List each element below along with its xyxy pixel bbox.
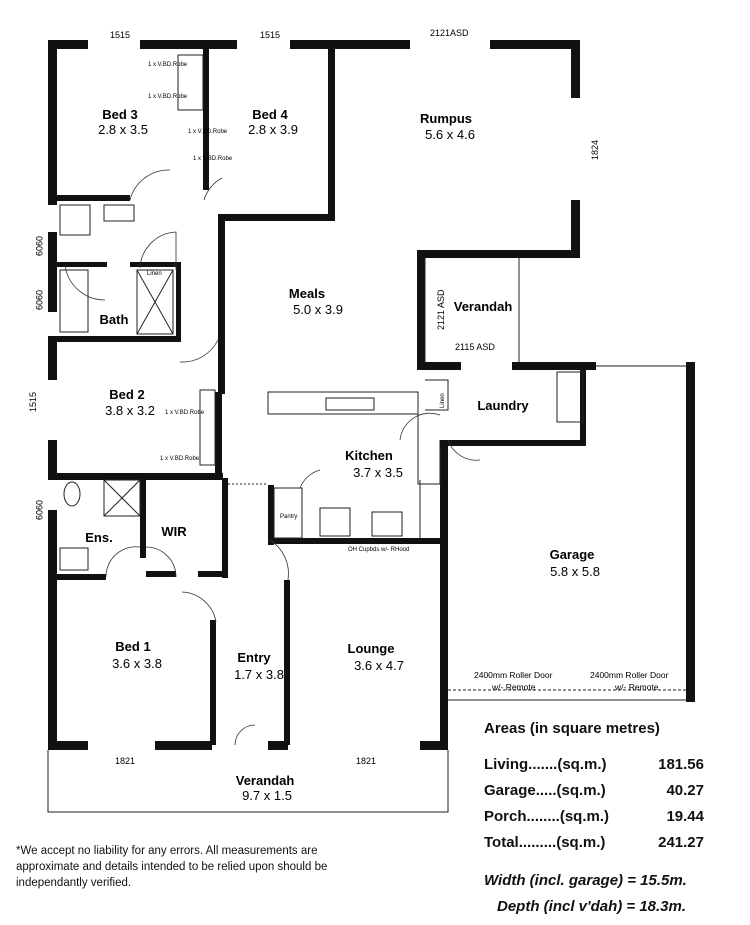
cupboards-label: OH Cupbds w/- RHood bbox=[348, 547, 409, 553]
room-dim-garage: 5.8 x 5.8 bbox=[550, 564, 600, 579]
room-dim-rumpus: 5.6 x 4.6 bbox=[425, 127, 475, 142]
area-label: Porch........(sq.m.) bbox=[484, 807, 610, 825]
robe-label: 1 x V.BD.Robe bbox=[148, 94, 188, 100]
room-name-bath: Bath bbox=[100, 312, 129, 327]
room-dim-bed2: 3.8 x 3.2 bbox=[105, 403, 155, 418]
room-dim-kitchen: 3.7 x 3.5 bbox=[353, 465, 403, 480]
area-row-total: Total.........(sq.m.) 241.27 bbox=[484, 829, 734, 855]
room-name-lounge: Lounge bbox=[348, 641, 395, 656]
room-name-laundry: Laundry bbox=[477, 398, 529, 413]
room-name-kitchen: Kitchen bbox=[345, 448, 393, 463]
roller-door-remote-label: w/- Remote bbox=[614, 682, 659, 692]
robe-label: 1 x V.BD.Robe bbox=[193, 156, 233, 162]
window-bottom-lounge: 1821 bbox=[356, 756, 376, 766]
linen-label: Linen bbox=[440, 393, 446, 408]
room-name-bed3: Bed 3 bbox=[102, 107, 137, 122]
room-name-wir: WIR bbox=[161, 524, 187, 539]
area-row-garage: Garage.....(sq.m.) 40.27 bbox=[484, 777, 734, 803]
overall-width: Width (incl. garage) = 15.5m. bbox=[484, 872, 687, 889]
area-value: 40.27 bbox=[666, 781, 704, 799]
window-left-bath: 0909 bbox=[34, 236, 44, 256]
room-dim-verandah-front: 9.7 x 1.5 bbox=[242, 788, 292, 803]
window-top-bed4: 1515 bbox=[260, 30, 280, 40]
window-top-bed3: 1515 bbox=[110, 30, 130, 40]
window-bottom-bed1: 1821 bbox=[115, 756, 135, 766]
area-row-living: Living.......(sq.m.) 181.56 bbox=[484, 751, 734, 777]
room-name-bed4: Bed 4 bbox=[252, 107, 288, 122]
room-name-entry: Entry bbox=[237, 650, 271, 665]
window-labels: 1515 1515 2121ASD 1824 0909 0909 1515 09… bbox=[28, 28, 600, 766]
window-verandah-side-h: 2115 ASD bbox=[455, 342, 495, 352]
overall-depth: Depth (incl v'dah) = 18.3m. bbox=[497, 898, 687, 915]
window-left-bath2: 0909 bbox=[34, 290, 44, 310]
robe-label: 1 x V.BD.Robe bbox=[160, 456, 200, 462]
areas-title: Areas (in square metres) bbox=[484, 720, 660, 737]
room-name-bed1: Bed 1 bbox=[115, 639, 150, 654]
internal-walls bbox=[47, 40, 686, 813]
robe-label: 1 x V.BD.Robe bbox=[165, 410, 205, 416]
fixture-labels: 1 x V.BD.Robe 1 x V.BD.Robe 1 x V.BD.Rob… bbox=[147, 62, 669, 692]
window-left-ens: 0909 bbox=[34, 500, 44, 520]
room-dim-bed4: 2.8 x 3.9 bbox=[248, 122, 298, 137]
area-value: 19.44 bbox=[666, 807, 704, 825]
area-value: 181.56 bbox=[658, 755, 704, 773]
window-verandah-side-v: 2121 ASD bbox=[436, 289, 446, 330]
areas-table: Areas (in square metres) Living.......(s… bbox=[484, 720, 734, 855]
room-labels: Bed 3 2.8 x 3.5 Bed 4 2.8 x 3.9 Rumpus 5… bbox=[85, 107, 600, 803]
room-name-verandah-side: Verandah bbox=[454, 299, 513, 314]
area-label: Total.........(sq.m.) bbox=[484, 833, 606, 851]
room-dim-lounge: 3.6 x 4.7 bbox=[354, 658, 404, 673]
pantry-label: Pantry bbox=[280, 514, 297, 520]
window-left-bed2: 1515 bbox=[28, 392, 38, 412]
window-top-rumpus: 2121ASD bbox=[430, 28, 469, 38]
linen-label: Linen bbox=[147, 271, 162, 277]
window-right-rumpus: 1824 bbox=[590, 140, 600, 160]
room-name-meals: Meals bbox=[289, 286, 325, 301]
doors bbox=[64, 169, 481, 746]
room-dim-bed3: 2.8 x 3.5 bbox=[98, 122, 148, 137]
room-name-bed2: Bed 2 bbox=[109, 387, 144, 402]
robe-label: 1 x V.BD.Robe bbox=[148, 62, 188, 68]
area-label: Living.......(sq.m.) bbox=[484, 755, 607, 773]
room-name-verandah-front: Verandah bbox=[236, 773, 295, 788]
room-dim-meals: 5.0 x 3.9 bbox=[293, 302, 343, 317]
room-name-garage: Garage bbox=[550, 547, 595, 562]
room-dim-entry: 1.7 x 3.8 bbox=[234, 667, 284, 682]
area-row-porch: Porch........(sq.m.) 19.44 bbox=[484, 803, 734, 829]
roller-door-remote-label: w/- Remote bbox=[491, 682, 536, 692]
roller-door-label: 2400mm Roller Door bbox=[474, 670, 553, 680]
room-name-ens: Ens. bbox=[85, 530, 112, 545]
disclaimer-text: *We accept no liability for any errors. … bbox=[16, 845, 328, 889]
outer-walls bbox=[48, 40, 695, 750]
robe-label: 1 x V.BD.Robe bbox=[188, 129, 228, 135]
room-name-rumpus: Rumpus bbox=[420, 111, 472, 126]
room-dim-bed1: 3.6 x 3.8 bbox=[112, 656, 162, 671]
roller-door-label: 2400mm Roller Door bbox=[590, 670, 669, 680]
area-label: Garage.....(sq.m.) bbox=[484, 781, 606, 799]
area-value: 241.27 bbox=[658, 833, 704, 851]
